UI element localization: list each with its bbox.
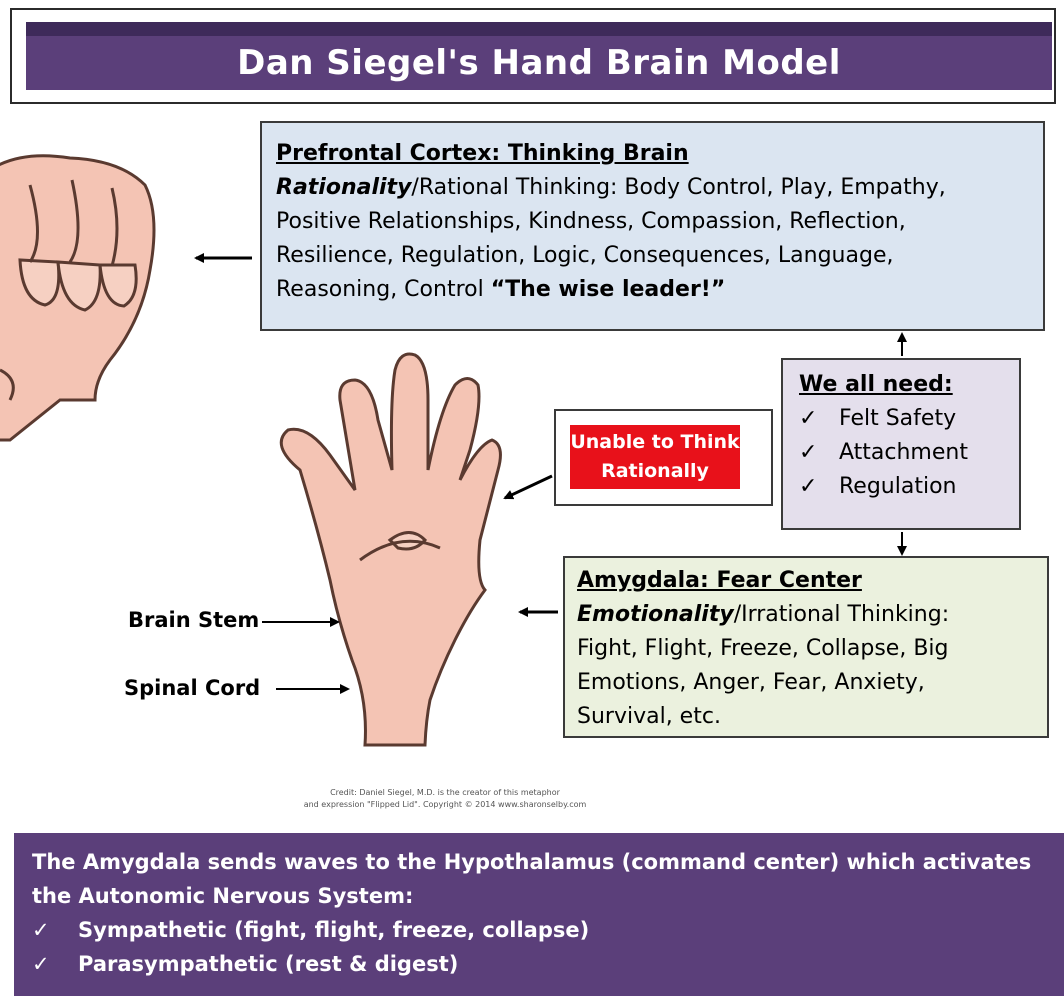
emotionality-term: Emotionality (577, 602, 734, 627)
brain-stem-label: Brain Stem (128, 608, 260, 632)
autonomic-banner: The Amygdala sends waves to the Hypothal… (14, 833, 1064, 996)
checkmark-icon: ✓ (32, 918, 50, 942)
amygdala-heading: Amygdala: Fear Center (577, 568, 862, 593)
banner-line-2: the Autonomic Nervous System: (32, 884, 414, 908)
rationality-term: Rationality (276, 175, 412, 200)
banner-item: ✓Sympathetic (fight, flight, freeze, col… (32, 913, 1054, 947)
prefrontal-heading: Prefrontal Cortex: Thinking Brain (276, 141, 689, 166)
needs-item: ✓Felt Safety (799, 402, 1009, 436)
unable-to-think-frame: Unable to Think Rationally (554, 409, 773, 506)
needs-box: We all need: ✓Felt Safety ✓Attachment ✓R… (781, 358, 1021, 530)
banner-item: ✓Parasympathetic (rest & digest) (32, 947, 1054, 981)
wise-leader-quote: “The wise leader!” (490, 277, 726, 302)
prefrontal-cortex-box: Prefrontal Cortex: Thinking Brain Ration… (260, 121, 1045, 331)
title-banner: Dan Siegel's Hand Brain Model (26, 22, 1052, 90)
checkmark-icon: ✓ (799, 406, 818, 431)
fist-illustration (0, 154, 156, 442)
amygdala-line-3: Emotions, Anger, Fear, Anxiety, (577, 670, 925, 695)
title-frame: Dan Siegel's Hand Brain Model (10, 8, 1056, 104)
needs-item: ✓Attachment (799, 436, 1009, 470)
checkmark-icon: ✓ (799, 474, 818, 499)
amygdala-line-2: Fight, Flight, Freeze, Collapse, Big (577, 636, 949, 661)
amygdala-box: Amygdala: Fear Center Emotionality/Irrat… (563, 556, 1049, 738)
amygdala-line-4: Survival, etc. (577, 704, 721, 729)
unable-to-think-badge: Unable to Think Rationally (570, 425, 740, 489)
amygdala-line-1: Emotionality/Irrational Thinking: (577, 602, 950, 627)
checkmark-icon: ✓ (799, 440, 818, 465)
needs-item: ✓Regulation (799, 470, 1009, 504)
open-hand-illustration (279, 352, 502, 747)
banner-line-1: The Amygdala sends waves to the Hypothal… (32, 850, 1032, 874)
checkmark-icon: ✓ (32, 952, 50, 976)
prefrontal-line-1: Rationality/Rational Thinking: Body Cont… (276, 175, 946, 200)
arrow-unable-to-hand (503, 474, 553, 500)
spinal-cord-label: Spinal Cord (124, 676, 261, 700)
prefrontal-line-2: Positive Relationships, Kindness, Compas… (276, 209, 906, 234)
needs-heading: We all need: (799, 372, 953, 397)
prefrontal-line-3: Resilience, Regulation, Logic, Consequen… (276, 243, 894, 268)
prefrontal-line-4: Reasoning, Control “The wise leader!” (276, 277, 726, 302)
credit-note: Credit: Daniel Siegel, M.D. is the creat… (303, 788, 587, 809)
diagram-title: Dan Siegel's Hand Brain Model (237, 43, 841, 83)
